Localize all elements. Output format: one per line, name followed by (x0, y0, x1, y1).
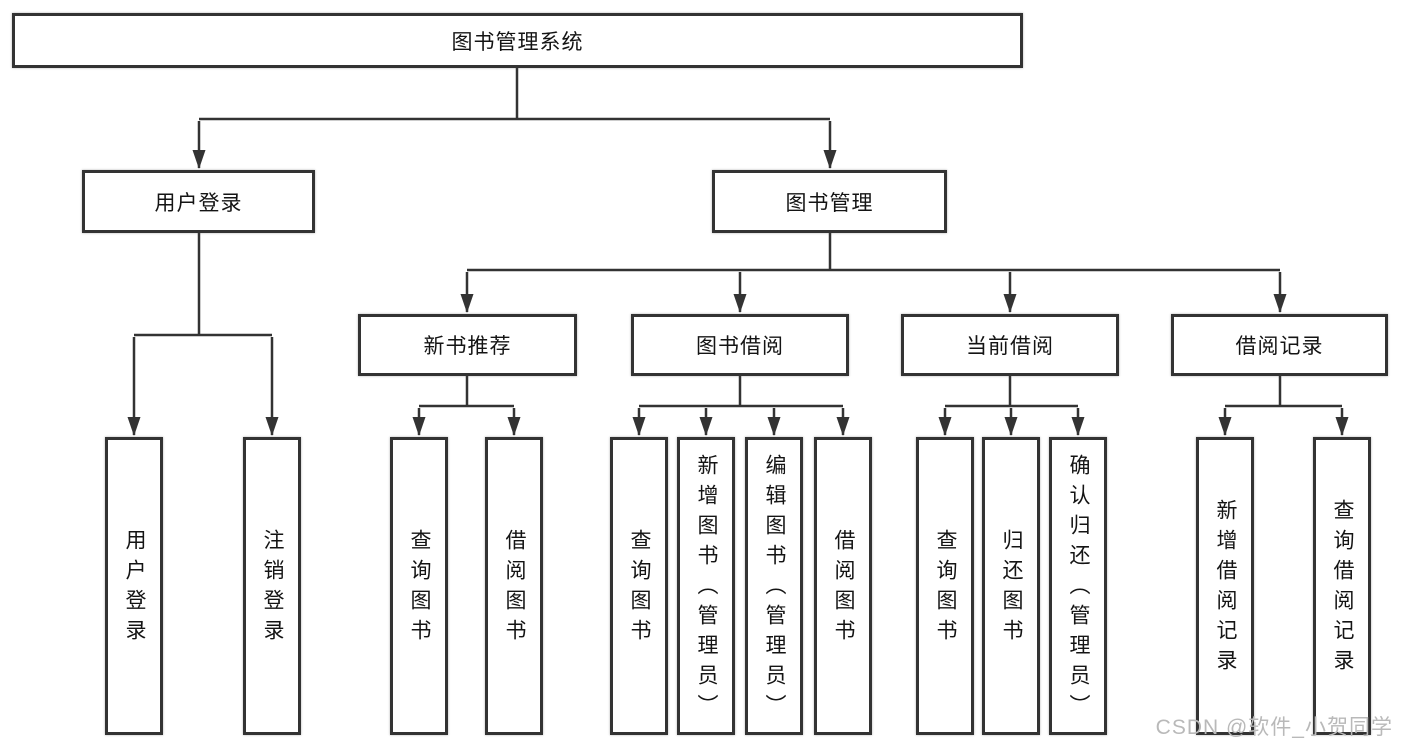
node-leaf-bb-borrow-books: 借阅图书 (814, 437, 872, 735)
node-user-login: 用户登录 (82, 170, 315, 233)
node-leaf-bb-query-books: 查询图书 (610, 437, 668, 735)
node-new-book-recommend: 新书推荐 (358, 314, 577, 376)
node-leaf-br-add-record: 新增借阅记录 (1196, 437, 1254, 735)
node-book-borrow: 图书借阅 (631, 314, 849, 376)
node-leaf-bb-edit-books-admin: 编辑图书（管理员） (745, 437, 803, 735)
csdn-watermark: CSDN @软件_小贺同学 (1155, 716, 1393, 739)
node-leaf-user-login: 用户登录 (105, 437, 163, 735)
node-leaf-bb-add-books-admin: 新增图书（管理员） (677, 437, 735, 735)
node-current-borrow: 当前借阅 (901, 314, 1119, 376)
node-leaf-nb-borrow-books: 借阅图书 (485, 437, 543, 735)
node-leaf-cb-confirm-return-admin: 确认归还（管理员） (1049, 437, 1107, 735)
node-root-system: 图书管理系统 (12, 13, 1023, 68)
node-leaf-cb-return-books: 归还图书 (982, 437, 1040, 735)
node-leaf-cb-query-books: 查询图书 (916, 437, 974, 735)
node-borrow-records: 借阅记录 (1171, 314, 1388, 376)
node-leaf-logout: 注销登录 (243, 437, 301, 735)
node-leaf-br-query-record: 查询借阅记录 (1313, 437, 1371, 735)
node-leaf-nb-query-books: 查询图书 (390, 437, 448, 735)
node-book-management: 图书管理 (712, 170, 947, 233)
